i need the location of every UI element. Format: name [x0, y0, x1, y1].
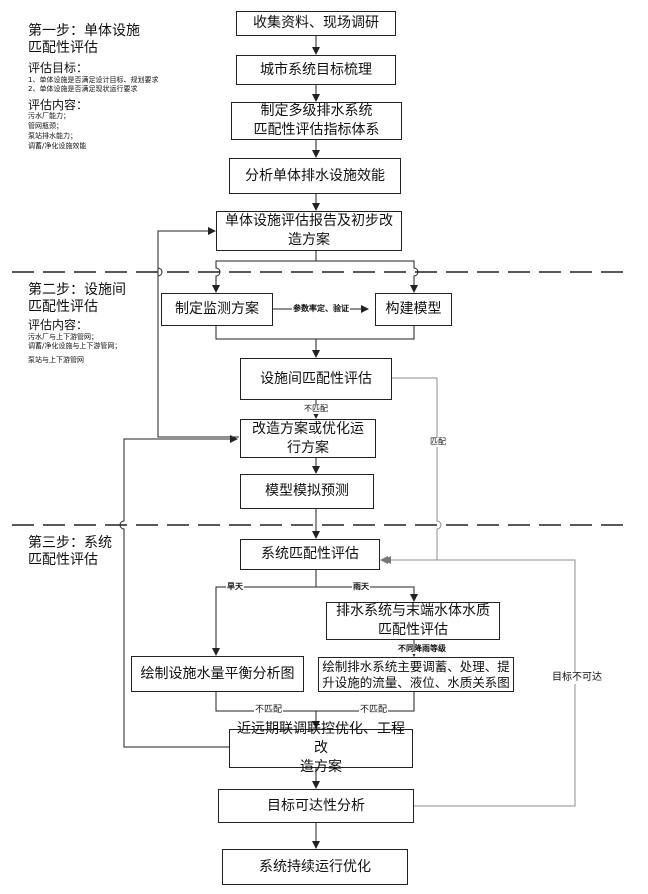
arrow-report-model — [316, 260, 419, 293]
box-water-balance: 绘制设施水量平衡分析图 — [131, 656, 304, 692]
label-mismatch-right: 不匹配 — [359, 705, 389, 716]
box-inter-facility-eval-text: 设施间匹配性评估 — [260, 370, 372, 387]
stage1-title-line2: 匹配性评估 — [28, 40, 98, 56]
stage1-content-2: 管网瓶颈； — [28, 122, 63, 130]
arrow-merge-inter — [215, 326, 415, 357]
stage1-content-heading: 评估内容： — [28, 98, 89, 112]
box-water-quality-eval: 排水系统与末端水体水质 匹配性评估 — [326, 602, 500, 640]
label-calibrate: 参数率定、验证 — [292, 304, 350, 314]
stage2-content-3: 泵站与上下游管网 — [28, 356, 84, 364]
box-reachability-text: 目标可达性分析 — [267, 797, 365, 814]
arrow-system-split — [212, 570, 317, 656]
box-analyze-facility-text: 分析单体排水设施效能 — [245, 167, 385, 184]
box-collect-data: 收集资料、现场调研 — [236, 11, 396, 36]
stage1-content-4: 调蓄/净化设施效能 — [28, 142, 87, 150]
stage2-content-1: 污水厂与上下游管网； — [28, 333, 98, 341]
stage1-content-3: 泵站排水能力； — [28, 132, 77, 140]
box-joint-control-plan-line1: 近远期联调联控优化、工程改 — [237, 721, 405, 756]
box-relation-chart-line2: 升设施的流量、液位、水质关系图 — [322, 674, 510, 690]
box-improvement-plan: 改造方案或优化运 行方案 — [240, 419, 376, 458]
box-improvement-plan-line1: 改造方案或优化运 — [252, 420, 364, 437]
box-monitoring-plan: 制定监测方案 — [161, 293, 273, 326]
label-mismatch-left: 不匹配 — [254, 705, 284, 716]
box-inter-facility-eval: 设施间匹配性评估 — [240, 358, 392, 400]
box-continuous-optimization: 系统持续运行优化 — [222, 849, 408, 885]
box-water-quality-eval-line2: 匹配性评估 — [378, 622, 448, 638]
box-improvement-plan-line2: 行方案 — [287, 439, 329, 456]
arrow-plan-improve-loop — [119, 435, 238, 748]
label-unreachable: 目标不可达 — [551, 672, 603, 684]
box-system-eval-text: 系统匹配性评估 — [261, 546, 359, 562]
box-relation-chart-line1: 绘制排水系统主要调蓄、处理、提 — [322, 658, 510, 674]
stage1-goal-heading: 评估目标： — [28, 61, 89, 75]
box-city-goals-text: 城市系统目标梳理 — [260, 61, 372, 78]
box-city-goals: 城市系统目标梳理 — [236, 55, 396, 85]
box-index-system: 制定多级排水系统 匹配性评估指标体系 — [231, 102, 402, 140]
box-index-system-line2: 匹配性评估指标体系 — [253, 122, 380, 138]
box-facility-report: 单体设施评估报告及初步改 造方案 — [216, 211, 402, 251]
box-continuous-optimization-text: 系统持续运行优化 — [259, 858, 371, 875]
arrow-merge-plan — [215, 692, 415, 728]
stage2-content-2: 调蓄/净化设施与上下游管网； — [28, 342, 122, 350]
stage1-goal-1: 1、单体设施是否满足设计目标、规划要求 — [28, 76, 159, 84]
box-build-model: 构建模型 — [375, 293, 452, 326]
stage2-content-heading: 评估内容： — [28, 318, 89, 332]
box-joint-control-plan: 近远期联调联控优化、工程改 造方案 — [229, 721, 413, 775]
box-joint-control-plan-line2: 造方案 — [300, 759, 342, 775]
box-collect-data-text: 收集资料、现场调研 — [253, 15, 379, 31]
box-index-system-line1: 制定多级排水系统 — [260, 103, 373, 119]
arrow-match-system — [380, 377, 442, 564]
stage1-title-line1: 第一步：单体设施 — [28, 23, 140, 39]
box-water-balance-text: 绘制设施水量平衡分析图 — [140, 665, 295, 682]
arrow-improve-report-loop — [157, 231, 239, 438]
box-reachability: 目标可达性分析 — [218, 789, 414, 823]
stage1-goal-2: 2、单体设施是否满足现状运行要求 — [28, 85, 138, 93]
label-rain-levels: 不同降雨等级 — [397, 644, 447, 654]
label-rain-weather: 雨天 — [352, 582, 370, 592]
box-system-eval: 系统匹配性评估 — [240, 539, 380, 570]
stage2-title-line2: 匹配性评估 — [28, 299, 98, 315]
box-facility-report-line2: 造方案 — [288, 232, 330, 248]
box-water-quality-eval-line1: 排水系统与末端水体水质 — [336, 603, 490, 619]
stage2-title-line1: 第二步：设施间 — [28, 282, 126, 298]
label-dry-weather: 旱天 — [226, 582, 244, 592]
label-mismatch-inter: 不匹配 — [303, 404, 329, 414]
arrow-report-split — [212, 251, 317, 293]
stage3-title-line1: 第三步：系统 — [28, 535, 112, 551]
box-model-simulation: 模型模拟预测 — [240, 474, 374, 509]
box-monitoring-plan-text: 制定监测方案 — [175, 301, 259, 317]
box-analyze-facility: 分析单体排水设施效能 — [229, 158, 401, 194]
box-relation-chart: 绘制排水系统主要调蓄、处理、提 升设施的流量、液位、水质关系图 — [318, 657, 514, 692]
arrow-system-water — [316, 586, 418, 602]
box-facility-report-line1: 单体设施评估报告及初步改 — [225, 213, 393, 229]
box-model-simulation-text: 模型模拟预测 — [265, 483, 349, 499]
box-build-model-text: 构建模型 — [385, 301, 442, 317]
stage3-title-line2: 匹配性评估 — [28, 552, 98, 568]
stage1-content-1: 污水厂能力； — [28, 112, 70, 120]
label-match-inter: 匹配 — [429, 437, 447, 447]
